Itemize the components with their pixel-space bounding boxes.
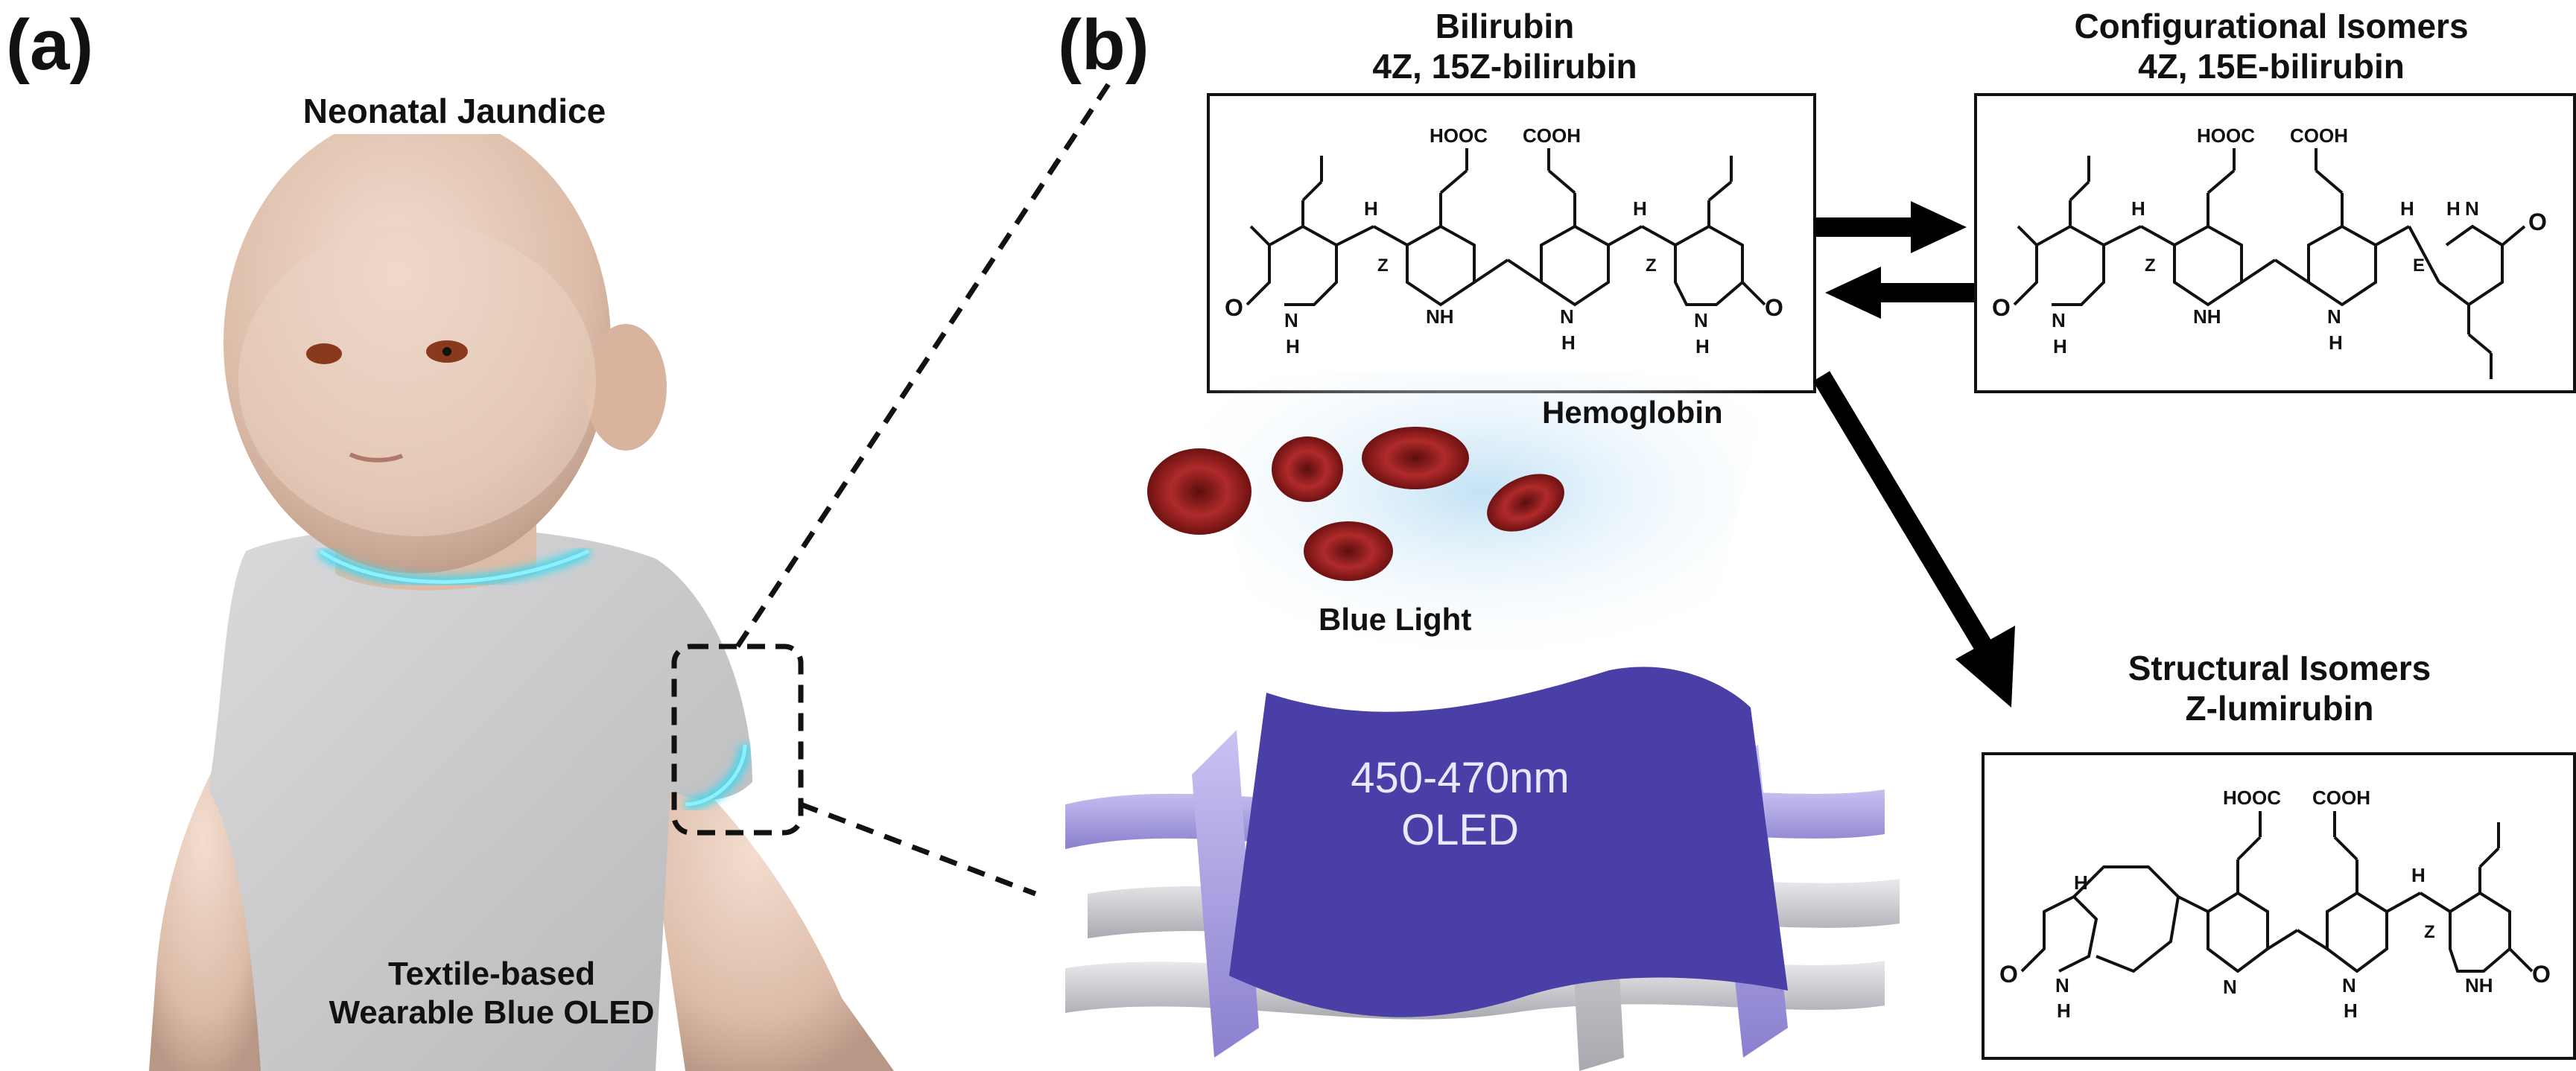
svg-text:N: N bbox=[2223, 976, 2237, 998]
svg-text:H: H bbox=[2400, 197, 2414, 220]
svg-text:N: N bbox=[1694, 309, 1708, 331]
svg-text:H: H bbox=[1286, 335, 1300, 357]
atom-o-right: O bbox=[1765, 294, 1783, 321]
svg-text:O: O bbox=[1999, 961, 2018, 988]
baby-illustration bbox=[149, 134, 894, 1071]
svg-text:HOOC: HOOC bbox=[1430, 124, 1488, 147]
atom-o-left: O bbox=[1225, 294, 1243, 321]
svg-text:N: N bbox=[2327, 305, 2341, 328]
configurational-title-line-2: 4Z, 15E-bilirubin bbox=[2138, 47, 2405, 86]
bilirubin-title-line-2: 4Z, 15Z-bilirubin bbox=[1372, 47, 1637, 86]
svg-text:H: H bbox=[2057, 1000, 2071, 1022]
bilirubin-title: Bilirubin 4Z, 15Z-bilirubin bbox=[1222, 6, 1788, 86]
svg-text:Z: Z bbox=[1377, 255, 1389, 276]
right-arm bbox=[641, 730, 894, 1071]
red-blood-cell bbox=[1272, 436, 1343, 502]
panel-a-title: Neonatal Jaundice bbox=[302, 92, 606, 130]
svg-text:O: O bbox=[2528, 209, 2547, 235]
svg-text:Z: Z bbox=[2145, 255, 2156, 276]
svg-text:HOOC: HOOC bbox=[2197, 124, 2255, 147]
svg-text:NH: NH bbox=[1426, 305, 1454, 328]
svg-text:HOOC: HOOC bbox=[2223, 786, 2281, 809]
svg-text:H: H bbox=[1561, 331, 1576, 354]
hemoglobin-label: Hemoglobin bbox=[1542, 395, 1723, 430]
svg-text:N: N bbox=[1560, 305, 1574, 328]
oled-sheet bbox=[1229, 667, 1788, 1017]
red-blood-cell bbox=[1304, 521, 1393, 581]
zoom-region-box bbox=[671, 643, 804, 836]
svg-text:H: H bbox=[1695, 335, 1710, 357]
svg-text:H: H bbox=[1633, 197, 1647, 220]
svg-text:N: N bbox=[2055, 974, 2069, 997]
oled-caption: Textile-based Wearable Blue OLED bbox=[298, 955, 685, 1032]
reverse-isomerization-arrow bbox=[1825, 267, 1974, 319]
svg-text:Z: Z bbox=[1646, 255, 1657, 276]
caption-line-2: Wearable Blue OLED bbox=[329, 994, 655, 1031]
svg-text:COOH: COOH bbox=[2290, 124, 2348, 147]
svg-text:NH: NH bbox=[2193, 305, 2221, 328]
svg-text:E: E bbox=[2413, 255, 2425, 276]
blue-light-label: Blue Light bbox=[1319, 602, 1472, 637]
structural-title: Structural Isomers Z-lumirubin bbox=[1996, 648, 2563, 728]
red-blood-cell bbox=[1487, 474, 1564, 532]
panel-b-label: (b) bbox=[1058, 5, 1149, 85]
ear bbox=[585, 324, 667, 451]
svg-text:H: H bbox=[2344, 1000, 2358, 1022]
svg-text:H: H bbox=[2411, 864, 2426, 886]
red-blood-cell bbox=[1362, 427, 1469, 489]
red-blood-cell bbox=[1147, 448, 1251, 535]
oled-name: OLED bbox=[1401, 806, 1519, 854]
shirt bbox=[209, 527, 752, 1071]
configurational-title: Configurational Isomers 4Z, 15E-bilirubi… bbox=[1967, 6, 2576, 86]
svg-text:H: H bbox=[2446, 197, 2461, 220]
svg-text:H: H bbox=[2329, 331, 2343, 354]
oled-label: 450-470nm OLED bbox=[1326, 752, 1594, 857]
svg-text:N: N bbox=[1284, 309, 1298, 331]
svg-text:COOH: COOH bbox=[1523, 124, 1581, 147]
structural-title-line-1: Structural Isomers bbox=[2128, 649, 2431, 687]
configurational-title-line-1: Configurational Isomers bbox=[2074, 7, 2469, 45]
left-eye bbox=[306, 343, 342, 364]
forward-isomerization-arrow bbox=[1814, 201, 1967, 253]
svg-text:H: H bbox=[2131, 197, 2145, 220]
svg-text:NH: NH bbox=[2465, 974, 2493, 997]
svg-text:N: N bbox=[2465, 197, 2479, 220]
svg-text:N: N bbox=[2342, 974, 2356, 997]
panel-a-label: (a) bbox=[6, 5, 94, 85]
svg-text:N: N bbox=[2052, 309, 2066, 331]
structural-structure: O O NH N NH NH H Z H HOOC COOH bbox=[1999, 786, 2551, 1022]
svg-text:O: O bbox=[1992, 294, 2011, 321]
svg-text:O: O bbox=[2532, 961, 2551, 988]
oled-scene bbox=[1065, 372, 1900, 1071]
oled-wavelength: 450-470nm bbox=[1351, 754, 1570, 802]
blue-light-glow bbox=[1192, 372, 1773, 670]
svg-text:COOH: COOH bbox=[2312, 786, 2370, 809]
svg-text:H: H bbox=[2074, 871, 2088, 894]
caption-line-1: Textile-based bbox=[388, 956, 595, 992]
svg-text:H: H bbox=[1364, 197, 1378, 220]
structural-title-line-2: Z-lumirubin bbox=[2185, 689, 2374, 728]
bilirubin-structure: O O NH NH NH NH Z Z H H HOOC COOH bbox=[1225, 124, 1783, 357]
svg-text:Z: Z bbox=[2424, 922, 2435, 942]
bilirubin-title-line-1: Bilirubin bbox=[1435, 7, 1575, 45]
svg-text:H: H bbox=[2053, 335, 2067, 357]
